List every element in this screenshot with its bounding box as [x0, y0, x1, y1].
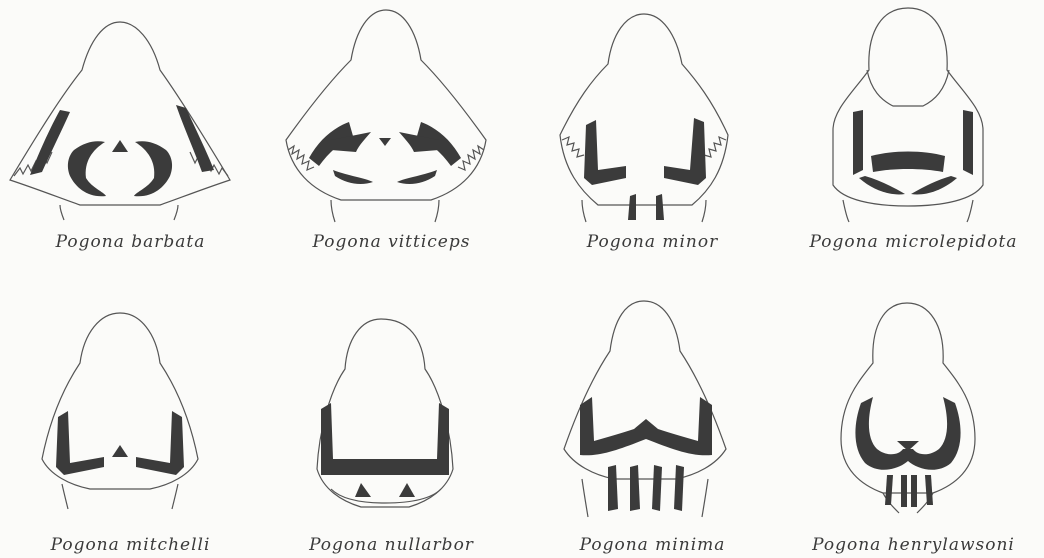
species-panel-microlepidota: Pogona microlepidota: [783, 0, 1044, 279]
species-panel-nullarbor: Pogona nullarbor: [261, 279, 522, 558]
species-label: Pogona barbata: [0, 232, 261, 252]
species-label: Pogona nullarbor: [261, 535, 522, 555]
head-drawing-minima: [522, 279, 783, 558]
head-drawing-henrylawsoni: [783, 279, 1044, 558]
species-label: Pogona henrylawsoni: [783, 535, 1044, 555]
species-label: Pogona minima: [522, 535, 783, 555]
head-drawing-nullarbor: [261, 279, 522, 558]
species-panel-minima: Pogona minima: [522, 279, 783, 558]
species-label: Pogona mitchelli: [0, 535, 261, 555]
species-panel-henrylawsoni: Pogona henrylawsoni: [783, 279, 1044, 558]
species-panel-barbata: Pogona barbata: [0, 0, 261, 279]
species-panel-mitchelli: Pogona mitchelli: [0, 279, 261, 558]
head-drawing-mitchelli: [0, 279, 261, 558]
species-label: Pogona minor: [522, 232, 783, 252]
species-label: Pogona microlepidota: [783, 232, 1044, 252]
species-panel-vitticeps: Pogona vitticeps: [261, 0, 522, 279]
species-panel-minor: Pogona minor: [522, 0, 783, 279]
species-label: Pogona vitticeps: [261, 232, 522, 252]
